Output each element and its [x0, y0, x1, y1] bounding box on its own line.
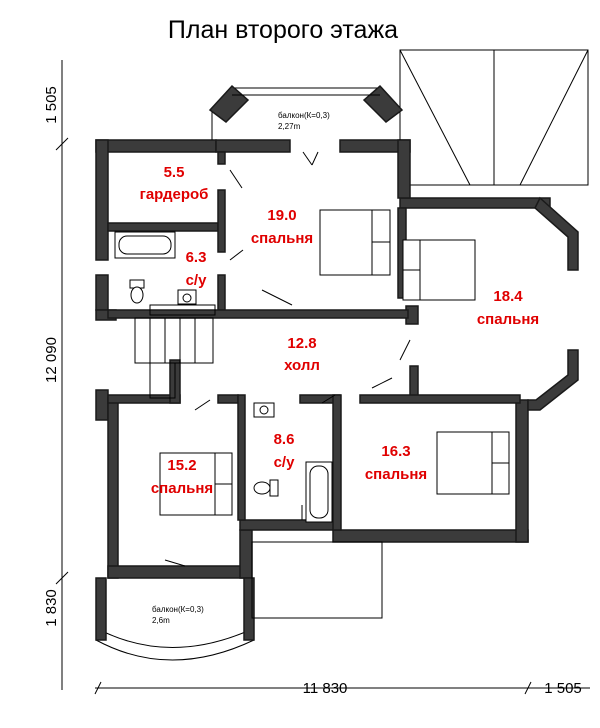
top-balcony-size: 2,27m	[278, 122, 301, 131]
bed-left	[159, 452, 233, 516]
toilet-bottom	[253, 479, 279, 497]
bottom-balcony: балкон(К=0,3) 2,6m	[95, 577, 255, 661]
room-name: спальня	[365, 466, 427, 483]
room-area: 16.3	[381, 443, 410, 460]
room-name: гардероб	[140, 186, 209, 203]
room-area: 6.3	[186, 249, 207, 266]
bed-right	[402, 239, 476, 301]
room-area: 15.2	[167, 457, 196, 474]
room-area: 8.6	[274, 431, 295, 448]
toilet-top	[129, 279, 145, 304]
roof-outline	[399, 49, 589, 186]
top-balcony: балкон(К=0,3) 2,27m	[208, 84, 404, 140]
stairs	[134, 304, 216, 399]
bottom-balcony-size: 2,6m	[152, 616, 170, 625]
room-labels: 5.5 гардероб 19.0 спальня 6.3 с/у 18.4 с…	[140, 164, 540, 497]
top-balcony-label: балкон(К=0,3)	[278, 111, 330, 120]
bathtub-top	[114, 231, 176, 259]
dim-bottom-main: 11 830	[303, 680, 348, 697]
room-area: 19.0	[267, 207, 296, 224]
room-name: спальня	[251, 230, 313, 247]
plan-title: План второго этажа	[168, 16, 398, 44]
room-name: с/у	[186, 272, 208, 289]
terrace-outline	[251, 541, 383, 619]
dim-left-mid: 12 090	[43, 337, 60, 383]
bottom-balcony-label: балкон(К=0,3)	[152, 605, 204, 614]
bed-top	[319, 209, 391, 276]
door-swings	[164, 151, 411, 567]
dim-bottom-right: 1 505	[544, 680, 582, 697]
room-name: холл	[284, 357, 320, 374]
room-name: спальня	[151, 480, 213, 497]
room-area: 5.5	[164, 164, 185, 181]
dim-left-top: 1 505	[43, 86, 60, 124]
room-name: с/у	[274, 454, 296, 471]
bed-bottom-right	[436, 431, 510, 495]
room-name: спальня	[477, 311, 539, 328]
dim-left-bottom: 1 830	[43, 589, 60, 627]
dimension-lines	[55, 60, 590, 695]
sink-top	[177, 289, 197, 305]
room-area: 12.8	[287, 335, 316, 352]
exterior-walls	[95, 139, 579, 579]
bathtub-bottom	[305, 461, 333, 523]
room-area: 18.4	[493, 288, 523, 305]
sink-bottom	[253, 402, 275, 418]
